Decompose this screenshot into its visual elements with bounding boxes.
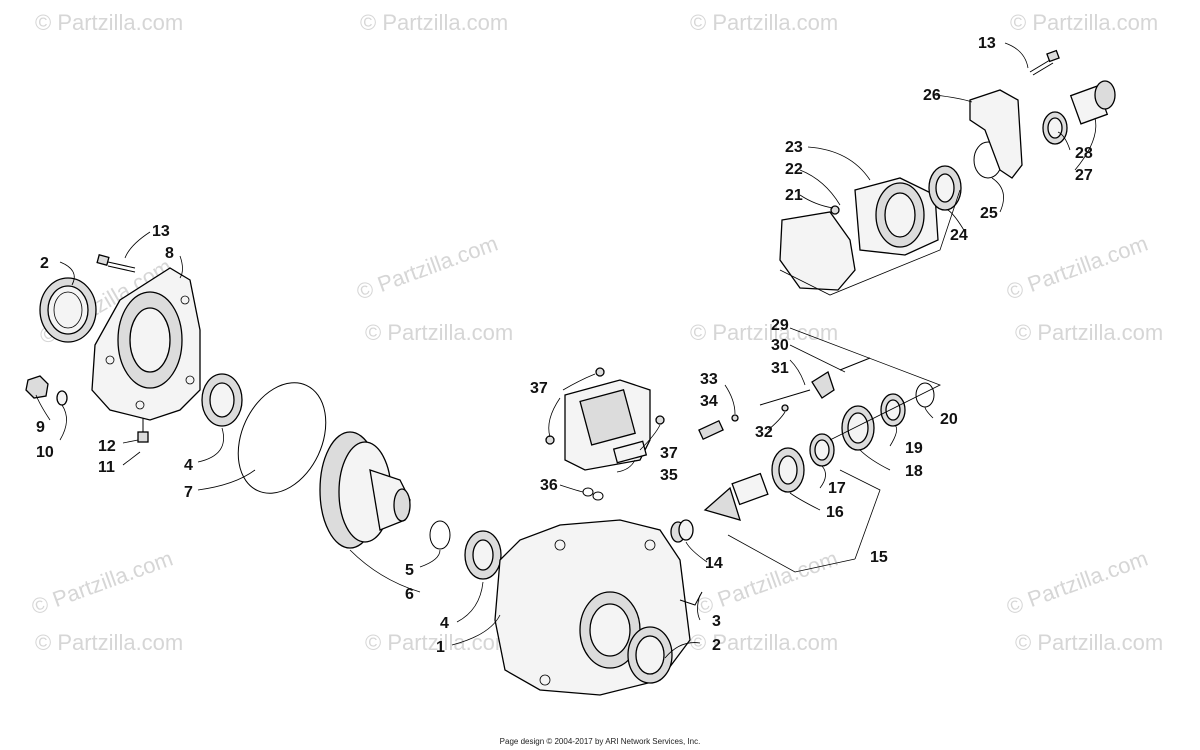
watermark-diagonal: © Partzilla.com [28, 546, 176, 620]
part-snap-ring [429, 520, 451, 550]
part-seal-left [39, 277, 97, 343]
callout-29: 29 [771, 317, 789, 334]
part-ring [915, 382, 935, 408]
footer-copyright: Page design © 2004-2017 by ARI Network S… [499, 737, 701, 746]
part-small-bolt [137, 418, 149, 443]
callout-12: 12 [98, 438, 116, 455]
callout-4: 4 [440, 615, 449, 632]
watermark: © Partzilla.com [35, 10, 183, 35]
watermark: © Partzilla.com [360, 10, 508, 35]
part-seal-right [627, 626, 673, 684]
callout-2: 2 [712, 637, 721, 654]
callout-21: 21 [785, 187, 803, 204]
watermark: © Partzilla.com [35, 630, 183, 655]
callout-3: 3 [712, 613, 721, 630]
part-bracket [969, 89, 1023, 179]
watermark: © Partzilla.com [690, 10, 838, 35]
callout-27: 27 [1075, 167, 1093, 184]
part-cover [91, 267, 201, 421]
watermark: © Partzilla.com [1015, 630, 1163, 655]
part-collar [809, 433, 835, 467]
part-drain-plug [25, 375, 68, 406]
callout-13: 13 [978, 35, 996, 52]
callout-15: 15 [870, 549, 888, 566]
callout-36: 36 [540, 477, 558, 494]
part-differential [319, 431, 411, 549]
callout-30: 30 [771, 337, 789, 354]
callout-32: 32 [755, 424, 773, 441]
part-output-yoke [1069, 80, 1116, 125]
leader-lines [35, 42, 1097, 659]
watermark: © Partzilla.com [365, 320, 513, 345]
callout-10: 10 [36, 444, 54, 461]
watermark: © Partzilla.com [1010, 10, 1158, 35]
part-o-rings-small [582, 487, 604, 501]
callout-1: 1 [436, 639, 445, 656]
callout-9: 9 [36, 419, 45, 436]
callout-17: 17 [828, 480, 846, 497]
callout-28: 28 [1075, 145, 1093, 162]
callout-31: 31 [771, 360, 789, 377]
part-bolt-left [96, 254, 136, 273]
watermark: © Partzilla.com [365, 630, 513, 655]
watermark: © Partzilla.com [1015, 320, 1163, 345]
callout-8: 8 [165, 245, 174, 262]
part-coupler [841, 405, 875, 451]
callout-14: 14 [705, 555, 723, 572]
callout-6: 6 [405, 586, 414, 603]
watermark-diagonal: © Partzilla.com [1003, 546, 1151, 620]
callout-37: 37 [530, 380, 548, 397]
callout-7: 7 [184, 484, 193, 501]
callout-33: 33 [700, 371, 718, 388]
part-bolt-right [1029, 49, 1060, 76]
callout-16: 16 [826, 504, 844, 521]
part-output-housing [854, 177, 939, 256]
part-dowel [830, 205, 840, 215]
callout-11: 11 [98, 459, 115, 476]
part-bushing [670, 519, 694, 543]
callout-13: 13 [152, 223, 170, 240]
part-pinion [703, 472, 769, 521]
callout-4: 4 [184, 457, 193, 474]
callout-25: 25 [980, 205, 998, 222]
callout-37: 37 [660, 445, 678, 462]
part-shift-fork [698, 357, 871, 441]
callout-2: 2 [40, 255, 49, 272]
part-gasket [779, 211, 856, 291]
callout-20: 20 [940, 411, 958, 428]
part-seal-output [1042, 111, 1068, 145]
callout-35: 35 [660, 467, 678, 484]
watermark-diagonal: © Partzilla.com [1003, 231, 1151, 305]
part-bearing-center [464, 530, 502, 580]
watermark-diagonal: © Partzilla.com [353, 231, 501, 305]
callout-24: 24 [950, 227, 968, 244]
watermark: © Partzilla.com [690, 630, 838, 655]
part-bearing-output [928, 165, 962, 211]
callout-18: 18 [905, 463, 923, 480]
callout-22: 22 [785, 161, 803, 178]
callout-5: 5 [405, 562, 414, 579]
callouts: 2 13 8 9 10 12 11 4 7 5 6 4 1 3 2 14 15 … [36, 35, 1093, 656]
watermark: © Partzilla.com [690, 320, 838, 345]
part-bearing-left [201, 373, 243, 427]
callout-19: 19 [905, 440, 923, 457]
part-bearing-pinion [771, 447, 805, 493]
callout-34: 34 [700, 393, 718, 410]
part-o-ring [237, 382, 327, 494]
part-actuator [545, 367, 665, 471]
part-splined-collar [880, 393, 906, 427]
callout-23: 23 [785, 139, 803, 156]
callout-26: 26 [923, 87, 941, 104]
